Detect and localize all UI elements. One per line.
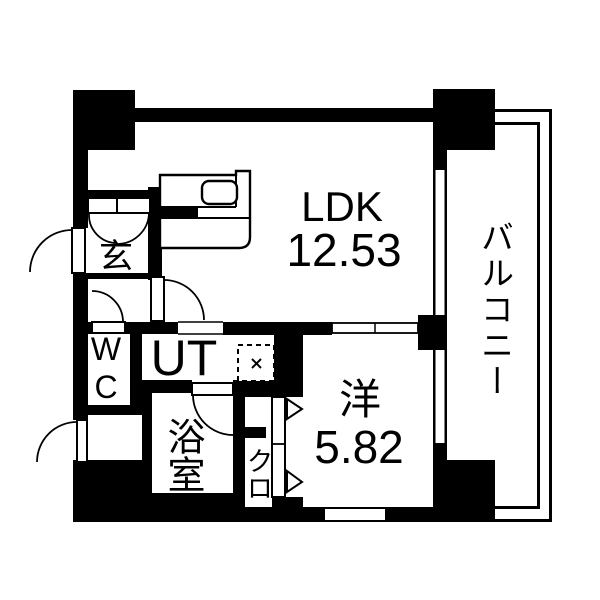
balcony-inner-right-line bbox=[537, 122, 540, 509]
shoe-cabinet-box bbox=[87, 197, 151, 214]
bath-door-leaf bbox=[191, 382, 234, 396]
balcony-railing bbox=[495, 109, 552, 522]
entrance-door-arc bbox=[29, 229, 73, 273]
entrance-step-line bbox=[73, 273, 153, 279]
western-room-label: 洋 bbox=[338, 376, 382, 423]
closet-label: クロ bbox=[242, 447, 273, 501]
shoe-cabinet-door-arcs bbox=[88, 213, 150, 245]
wall-closet-divider bbox=[245, 427, 266, 438]
wall-corridor-south-b bbox=[125, 322, 178, 334]
folding-door-triangle-bottom bbox=[286, 469, 304, 494]
wall-below-folding-door bbox=[272, 497, 303, 507]
wall-bottom bbox=[73, 507, 495, 522]
balcony-outer-top-line bbox=[495, 109, 552, 112]
ldk-area: 12.53 bbox=[286, 224, 402, 276]
bath-door-arc bbox=[192, 394, 234, 436]
kitchen-sink-icon bbox=[200, 179, 239, 206]
kitchen-counter-icon bbox=[149, 169, 252, 250]
wall-bath-south bbox=[142, 493, 245, 507]
ut-label: UT bbox=[150, 330, 218, 386]
ut-doorway-edges bbox=[178, 321, 223, 335]
wall-bath-east bbox=[233, 383, 245, 508]
balcony-inner-top-line bbox=[495, 122, 540, 125]
wall-left-upper bbox=[73, 150, 88, 228]
bath-label: 浴室 bbox=[161, 417, 203, 493]
folding-door-triangle-top bbox=[286, 397, 304, 421]
wall-below-meter-box bbox=[73, 460, 152, 507]
wall-closet-north bbox=[233, 380, 303, 397]
balcony-outer-right-line bbox=[549, 109, 552, 522]
washing-machine-icon bbox=[237, 344, 275, 382]
wall-right-middle-block bbox=[418, 315, 447, 350]
wall-right-upper bbox=[433, 150, 447, 170]
wall-bottom-right-block bbox=[433, 460, 495, 522]
meter-box-door-leaf bbox=[76, 419, 88, 463]
entrance-door-leaf bbox=[71, 227, 86, 274]
doors bbox=[29, 227, 419, 463]
entrance-label: 玄 bbox=[99, 238, 133, 276]
bottom-window-slot bbox=[325, 509, 385, 520]
wall-bath-north bbox=[152, 380, 192, 393]
folding-door-strip bbox=[271, 396, 286, 498]
western-window-line-outer bbox=[433, 350, 436, 443]
shoe-cabinet-icon bbox=[87, 197, 151, 245]
wall-entrance-north bbox=[73, 190, 162, 198]
wall-top-left-block bbox=[73, 90, 135, 150]
wall-right-lower bbox=[433, 443, 447, 460]
wall-wc-south bbox=[73, 405, 142, 415]
balcony-outer-bottom-line bbox=[495, 519, 552, 522]
washing-machine-cross bbox=[251, 358, 262, 369]
closet-folding-door-icon bbox=[271, 396, 304, 498]
wc-door-leaf bbox=[91, 321, 126, 334]
wc-label: WC bbox=[88, 331, 124, 407]
wall-left-middle bbox=[73, 273, 88, 420]
meter-box-door-arc bbox=[36, 421, 78, 463]
walls bbox=[73, 89, 495, 522]
wall-bath-west bbox=[142, 380, 152, 507]
wc-door-arc bbox=[91, 290, 124, 323]
wall-corridor-south-a bbox=[85, 322, 92, 334]
ldk-door-arc bbox=[163, 279, 205, 321]
balcony-inner-bottom-line bbox=[495, 506, 540, 509]
western-window-line-inner bbox=[444, 350, 447, 443]
ldk-label: LDK bbox=[301, 183, 383, 230]
kitchen-counter-black-bar bbox=[149, 206, 198, 219]
balcony-label: バルコニー bbox=[476, 220, 514, 400]
windows bbox=[325, 170, 447, 520]
ldk-window-line-inner bbox=[444, 170, 447, 315]
western-room-area: 5.82 bbox=[314, 421, 404, 473]
ldk-door-leaf bbox=[150, 276, 165, 322]
wall-top bbox=[135, 108, 433, 122]
wall-wc-east bbox=[130, 333, 142, 405]
ldk-window-line-outer bbox=[433, 170, 436, 315]
wall-ut-east bbox=[274, 322, 303, 382]
wall-top-right-block bbox=[433, 89, 495, 150]
